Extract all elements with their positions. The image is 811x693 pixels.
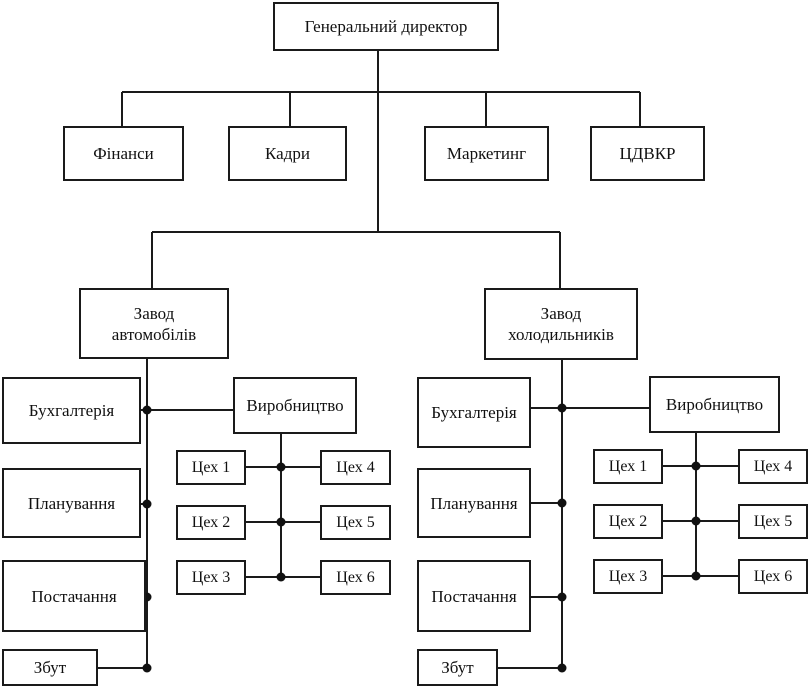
dept-hr-box: Кадри	[228, 126, 347, 181]
plant-auto-workshop-6: Цех 6	[320, 560, 391, 595]
plant-fridge-workshop-6: Цех 6	[738, 559, 808, 594]
plant-auto-workshop-4: Цех 4	[320, 450, 391, 485]
plant-auto-workshop-3: Цех 3	[176, 560, 246, 595]
plant-auto-workshop-1: Цех 1	[176, 450, 246, 485]
plant-fridge-workshop-3: Цех 3	[593, 559, 663, 594]
plant-auto-planning-box: Планування	[2, 468, 141, 538]
dept-marketing-box: Маркетинг	[424, 126, 549, 181]
plant-auto-production-box: Виробництво	[233, 377, 357, 434]
plant-fridge-box: Завод холодильників	[484, 288, 638, 360]
plant-auto-workshop-5: Цех 5	[320, 505, 391, 540]
plant-auto-supply-box: Постачання	[2, 560, 146, 632]
plant-fridge-workshop-1: Цех 1	[593, 449, 663, 484]
ceo-box: Генеральний директор	[273, 2, 499, 51]
plant-fridge-workshop-2: Цех 2	[593, 504, 663, 539]
plant-auto-sales-box: Збут	[2, 649, 98, 686]
plant-fridge-supply-box: Постачання	[417, 560, 531, 632]
plant-fridge-workshop-4: Цех 4	[738, 449, 808, 484]
plant-fridge-accounting-box: Бухгалтерія	[417, 377, 531, 448]
dept-rd-box: ЦДВКР	[590, 126, 705, 181]
plant-fridge-planning-box: Планування	[417, 468, 531, 538]
plant-fridge-workshop-5: Цех 5	[738, 504, 808, 539]
plant-auto-accounting-box: Бухгалтерія	[2, 377, 141, 444]
dept-finance-box: Фінанси	[63, 126, 184, 181]
plant-auto-box: Завод автомобілів	[79, 288, 229, 359]
plant-fridge-production-box: Виробництво	[649, 376, 780, 433]
plant-auto-workshop-2: Цех 2	[176, 505, 246, 540]
plant-fridge-sales-box: Збут	[417, 649, 498, 686]
